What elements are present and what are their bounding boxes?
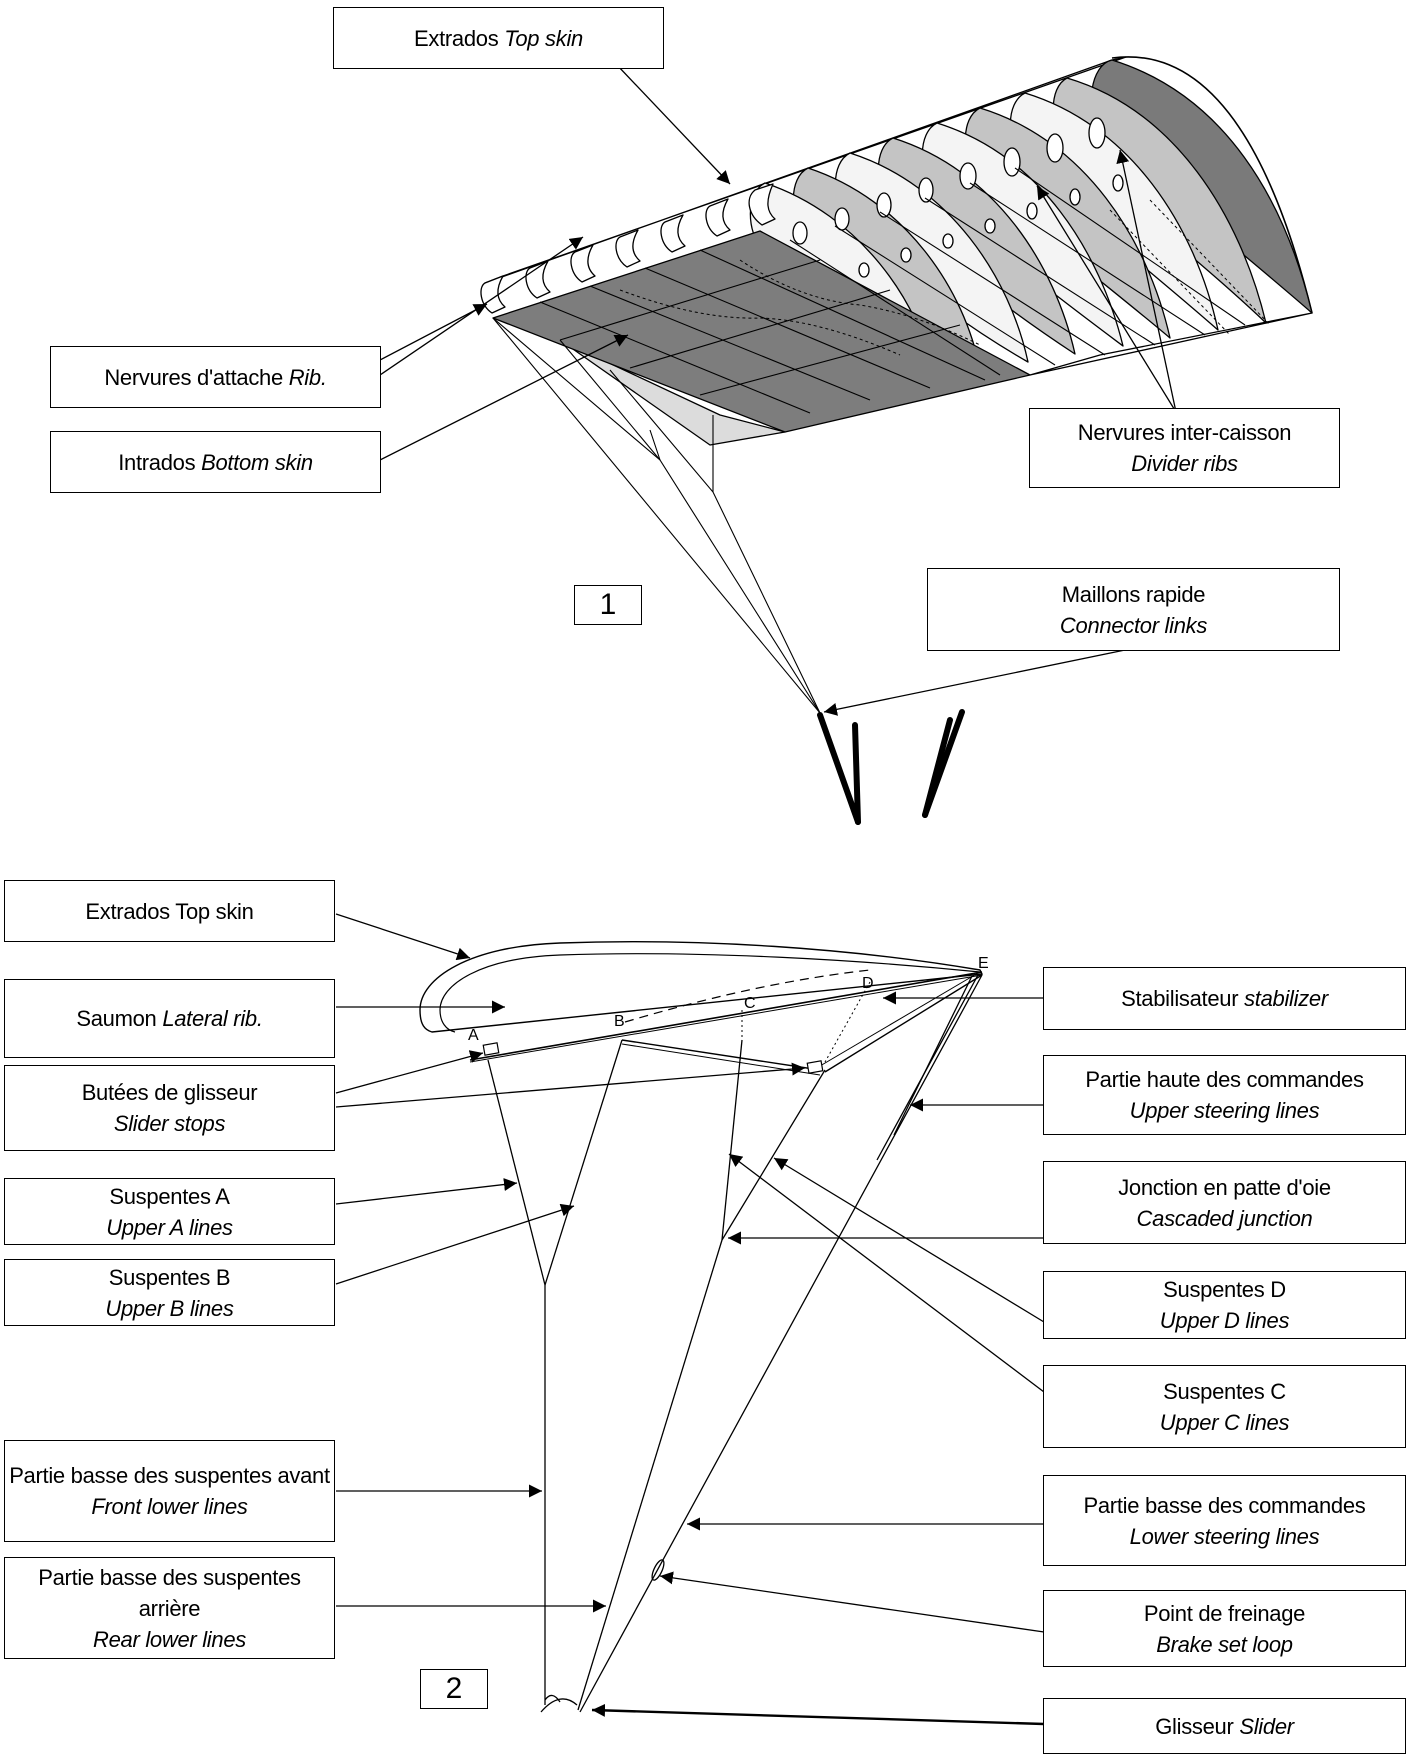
fig2-lines xyxy=(487,974,983,1713)
point-b-label: B xyxy=(614,1013,625,1030)
brake-loop-fr: Point de freinage xyxy=(1143,1600,1306,1626)
figure-2-number: 2 xyxy=(420,1669,488,1709)
label-stabilizer: Stabilisateur stabilizer xyxy=(1043,967,1406,1030)
upper-steering-en: Upper steering lines xyxy=(1129,1098,1320,1123)
upper-c-fr: Suspentes C xyxy=(1163,1378,1286,1404)
label-divider-ribs: Nervures inter-caisson Divider ribs xyxy=(1029,408,1340,488)
point-e-label: E xyxy=(978,955,989,972)
bottom-skin-fr: Intrados xyxy=(118,449,202,475)
lateral-rib-fr: Saumon xyxy=(76,1006,163,1031)
trailing-edge xyxy=(1111,56,1313,314)
risers xyxy=(817,709,965,825)
cascaded-junction-en: Cascaded junction xyxy=(1136,1205,1313,1231)
upper-d-fr: Suspentes D xyxy=(1163,1277,1286,1302)
label-upper-steering: Partie haute des commandes Upper steerin… xyxy=(1043,1055,1406,1135)
attachment-ribs-fr: Nervures d'attache xyxy=(104,364,289,390)
fig1-lines xyxy=(492,317,821,714)
rear-lower-en: Rear lower lines xyxy=(93,1626,246,1652)
label-attachment-ribs: Nervures d'attache Rib. xyxy=(50,346,381,408)
label-brake-loop: Point de freinage Brake set loop xyxy=(1043,1590,1406,1667)
point-a-label: A xyxy=(468,1027,479,1044)
label-upper-b: Suspentes B Upper B lines xyxy=(4,1259,335,1326)
slider-arrow xyxy=(591,1703,1045,1726)
lower-steering-fr: Partie basse des commandes xyxy=(1083,1492,1366,1518)
label-front-lower: Partie basse des suspentes avant Front l… xyxy=(4,1440,335,1542)
divider-ribs-en: Divider ribs xyxy=(1131,451,1238,476)
slider-stops-fr: Butées de glisseur xyxy=(81,1080,258,1105)
cascaded-junction-fr: Jonction en patte d'oie xyxy=(1118,1174,1331,1200)
lateral-rib-en: Lateral rib. xyxy=(162,1006,263,1031)
label-upper-a: Suspentes A Upper A lines xyxy=(4,1178,335,1245)
profile-illustration xyxy=(419,941,984,1076)
label-top-skin: Extrados Top skin xyxy=(333,7,664,69)
label-connector-links: Maillons rapide Connector links xyxy=(927,568,1340,651)
divider-ribs-fr: Nervures inter-caisson xyxy=(1077,420,1292,445)
figure-1-number: 1 xyxy=(574,585,642,625)
top-skin-2-text: Extrados Top skin xyxy=(85,898,254,924)
upper-b-fr: Suspentes B xyxy=(108,1264,231,1290)
top-skin-fr: Extrados xyxy=(414,25,505,51)
label-upper-c: Suspentes C Upper C lines xyxy=(1043,1365,1406,1448)
rear-lower-fr1: Partie basse des suspentes xyxy=(38,1564,301,1590)
label-upper-d: Suspentes D Upper D lines xyxy=(1043,1271,1406,1339)
front-lower-fr: Partie basse des suspentes avant xyxy=(9,1463,330,1488)
slider-fr: Glisseur xyxy=(1155,1713,1240,1739)
label-top-skin-2: Extrados Top skin xyxy=(4,880,335,942)
upper-c-en: Upper C lines xyxy=(1159,1409,1290,1435)
brake-loop-en: Brake set loop xyxy=(1156,1631,1293,1657)
label-lateral-rib: Saumon Lateral rib. xyxy=(4,979,335,1058)
stabilizer-fr: Stabilisateur xyxy=(1121,986,1245,1011)
top-skin-en: Top skin xyxy=(504,25,583,51)
upper-b-en: Upper B lines xyxy=(105,1295,234,1321)
point-d-label: D xyxy=(862,975,874,992)
rear-lower-fr2: arrière xyxy=(138,1595,201,1621)
lower-steering-en: Lower steering lines xyxy=(1129,1523,1320,1549)
fig2-arrows xyxy=(335,913,1045,1633)
profile-points: A B C D E xyxy=(468,955,989,1044)
bottom-skin-en: Bottom skin xyxy=(201,449,313,475)
upper-a-en: Upper A lines xyxy=(106,1214,233,1240)
connector-links-fr: Maillons rapide xyxy=(1061,581,1206,607)
slider-en: Slider xyxy=(1239,1713,1294,1739)
upper-steering-fr: Partie haute des commandes xyxy=(1085,1067,1364,1092)
fig1-arrows xyxy=(379,64,1177,716)
stabilizer-en: stabilizer xyxy=(1244,986,1328,1011)
front-lower-en: Front lower lines xyxy=(91,1494,248,1519)
attachment-ribs-en: Rib. xyxy=(288,364,327,390)
upper-a-fr: Suspentes A xyxy=(109,1183,230,1209)
label-bottom-skin: Intrados Bottom skin xyxy=(50,431,381,493)
upper-d-en: Upper D lines xyxy=(1159,1308,1290,1333)
point-c-label: C xyxy=(744,995,756,1012)
wing-illustration xyxy=(480,56,1313,446)
bottom-skin xyxy=(492,230,1031,433)
label-slider-stops: Butées de glisseur Slider stops xyxy=(4,1065,335,1151)
label-rear-lower: Partie basse des suspentes arrière Rear … xyxy=(4,1557,335,1659)
label-cascaded-junction: Jonction en patte d'oie Cascaded junctio… xyxy=(1043,1161,1406,1244)
label-lower-steering: Partie basse des commandes Lower steerin… xyxy=(1043,1475,1406,1566)
label-slider: Glisseur Slider xyxy=(1043,1698,1406,1754)
connector-links-en: Connector links xyxy=(1059,612,1208,638)
slider-stops-en: Slider stops xyxy=(113,1111,226,1136)
